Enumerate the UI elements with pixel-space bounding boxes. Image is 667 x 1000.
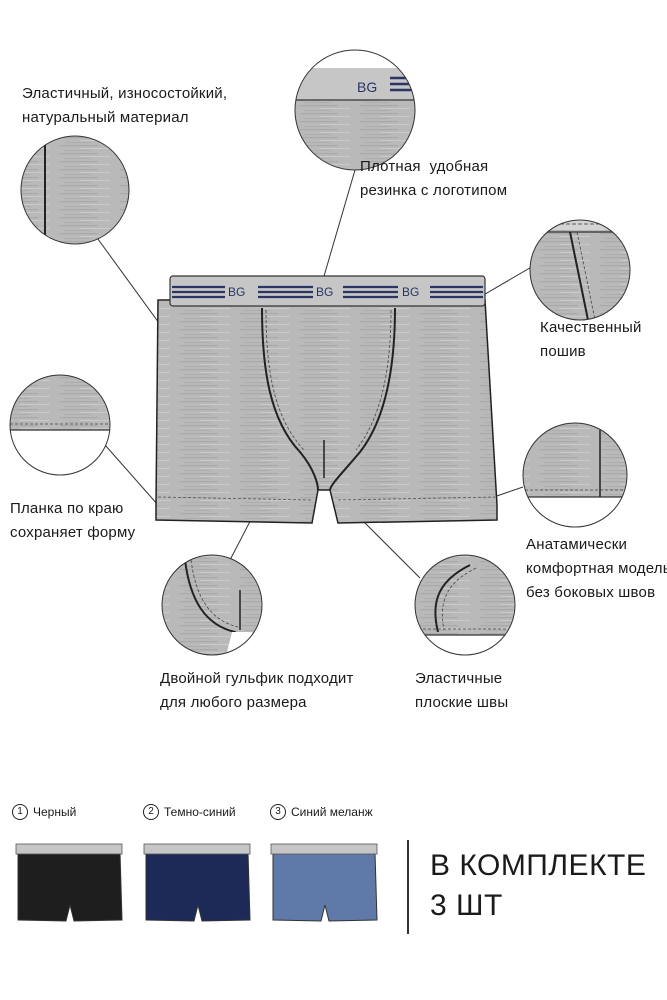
callout-seamless: Анатамически комфортная модель без боков… <box>526 536 667 601</box>
callout-flat-seams: Эластичные плоские швы <box>415 670 509 711</box>
detail-waistband <box>294 49 416 171</box>
detail-pouch <box>161 554 263 656</box>
callout-material: Эластичный, износостойкий, натуральный м… <box>22 85 228 126</box>
detail-material <box>20 135 130 245</box>
variant-3-name: Синий меланж <box>291 805 373 819</box>
callout-hem: Планка по краю сохраняет форму <box>10 500 136 541</box>
variant-2-number: 2 <box>143 804 159 820</box>
kit-label: В КОМПЛЕКТЕ 3 ШТ <box>430 849 647 922</box>
variant-blue-melange-boxer <box>270 843 378 922</box>
detail-flat-seams <box>414 554 516 656</box>
variant-1-number: 1 <box>12 804 28 820</box>
callout-stitching: Качественный пошив <box>540 319 642 360</box>
kit-divider <box>407 840 409 934</box>
variant-2-label: 2 Темно-синий <box>143 804 236 820</box>
variant-2-name: Темно-синий <box>164 805 236 819</box>
variant-black-boxer <box>15 843 123 922</box>
logo-main-center: BG <box>316 285 333 299</box>
variant-navy-boxer <box>143 843 251 922</box>
variant-1-label: 1 Черный <box>12 804 76 820</box>
logo-detail: BG <box>357 79 377 95</box>
logo-main-left: BG <box>228 285 245 299</box>
variant-3-number: 3 <box>270 804 286 820</box>
variant-swatches <box>15 843 378 922</box>
detail-hem <box>9 374 111 476</box>
callout-waistband: Плотная удобная резинка с логотипом <box>360 158 508 199</box>
detail-seamless <box>522 422 628 528</box>
callout-pouch: Двойной гульфик подходит для любого разм… <box>160 670 354 711</box>
variant-3-label: 3 Синий меланж <box>270 804 373 820</box>
detail-stitching <box>529 219 631 321</box>
logo-main-right: BG <box>402 285 419 299</box>
variant-1-name: Черный <box>33 805 77 819</box>
boxer-main <box>155 275 498 524</box>
